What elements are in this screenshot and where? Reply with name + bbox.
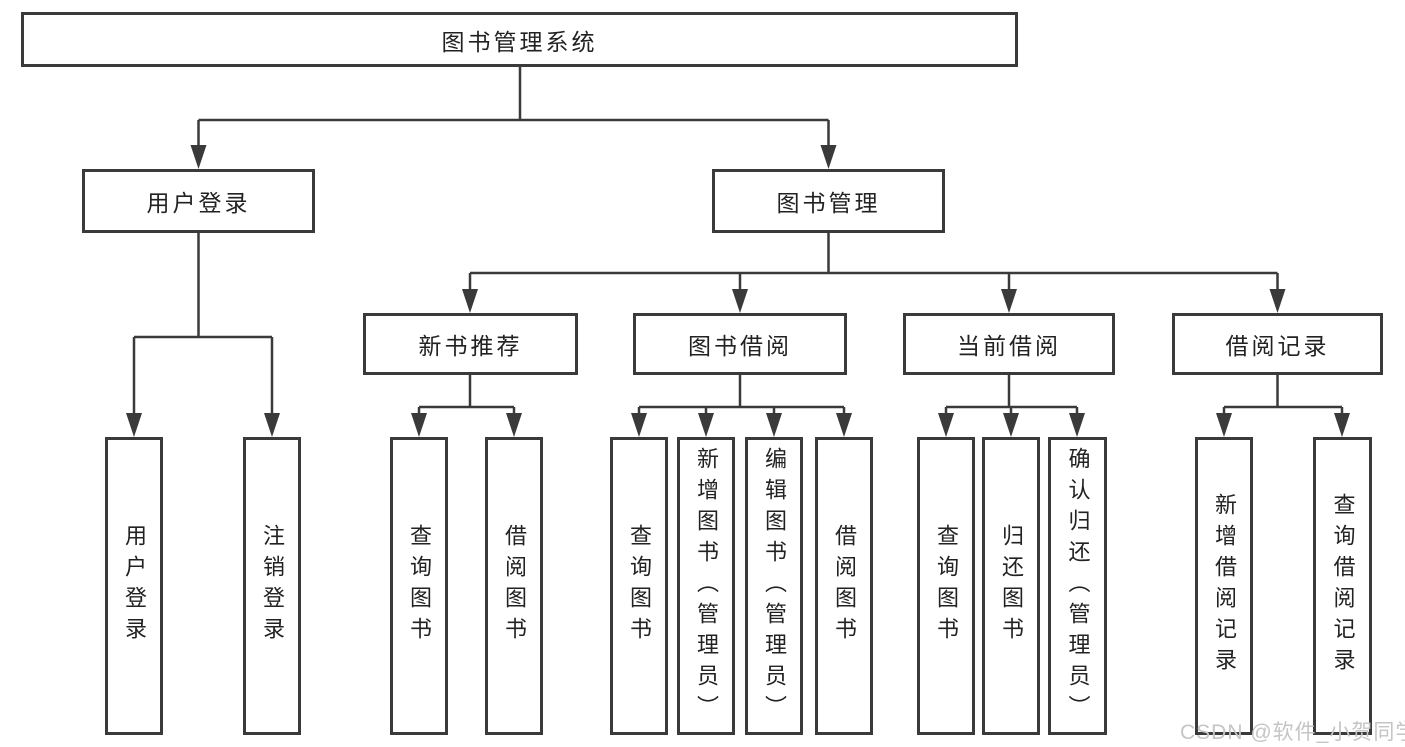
arrow-down-icon <box>1003 413 1019 437</box>
leaf-query-borrow-record: 查询借阅记录 <box>1313 437 1372 735</box>
connector-book-borrow-to-leaves <box>637 375 846 418</box>
arrow-down-icon <box>732 289 748 313</box>
node-label: 查询图书 <box>627 524 652 648</box>
arrow-down-icon <box>126 413 142 437</box>
watermark: CSDN @软件_小贺同学 <box>1180 721 1405 744</box>
node-label: 借阅图书 <box>502 524 527 648</box>
arrow-down-icon <box>1216 413 1232 437</box>
leaf-return-book: 归还图书 <box>982 437 1040 735</box>
leaf-edit-book-admin: 编辑图书（管理员） <box>745 437 803 735</box>
leaf-query-books-recommend: 查询图书 <box>390 437 448 735</box>
node-label: 查询图书 <box>407 524 432 648</box>
node-library-system: 图书管理系统 <box>21 12 1018 67</box>
node-label: 图书管理系统 <box>441 28 598 55</box>
arrow-down-icon <box>264 413 280 437</box>
node-new-book-recommend: 新书推荐 <box>363 313 578 375</box>
node-user-login: 用户登录 <box>82 169 315 233</box>
arrow-down-icon <box>631 413 647 437</box>
connector-book-mgmt-to-modules <box>468 233 1279 294</box>
node-label: 新增图书（管理员） <box>694 446 719 726</box>
node-label: 用户登录 <box>122 524 147 648</box>
leaf-add-borrow-record: 新增借阅记录 <box>1195 437 1253 735</box>
node-label: 用户登录 <box>146 190 251 216</box>
leaf-user-login: 用户登录 <box>105 437 163 735</box>
arrow-down-icon <box>698 413 714 437</box>
leaf-logout: 注销登录 <box>243 437 301 735</box>
node-label: 新书推荐 <box>418 333 523 359</box>
node-label: 编辑图书（管理员） <box>762 446 787 726</box>
connector-root-to-branches <box>197 67 830 150</box>
arrow-down-icon <box>506 413 522 437</box>
leaf-add-book-admin: 新增图书（管理员） <box>677 437 735 735</box>
node-book-management: 图书管理 <box>712 169 945 233</box>
connector-borrow-record-to-leaves <box>1222 375 1344 418</box>
leaf-query-books-current: 查询图书 <box>917 437 975 735</box>
node-label: 归还图书 <box>999 524 1024 648</box>
node-label: 当前借阅 <box>957 333 1061 359</box>
node-label: 注销登录 <box>260 524 285 648</box>
leaf-query-books-borrow: 查询图书 <box>610 437 668 735</box>
connector-new-book-to-leaves <box>417 375 516 418</box>
arrow-down-icon <box>1269 289 1286 313</box>
leaf-borrow-books: 借阅图书 <box>815 437 873 735</box>
node-label: 新增借阅记录 <box>1212 493 1237 679</box>
node-label: 借阅图书 <box>832 524 857 648</box>
arrow-down-icon <box>766 413 782 437</box>
arrow-down-icon <box>1334 413 1350 437</box>
arrow-down-icon <box>1001 289 1017 313</box>
arrow-down-icon <box>836 413 852 437</box>
node-label: 借阅记录 <box>1225 333 1330 359</box>
node-label: 图书管理 <box>776 190 881 216</box>
arrow-down-icon <box>938 413 954 437</box>
leaf-borrow-books-recommend: 借阅图书 <box>485 437 543 735</box>
node-book-borrow: 图书借阅 <box>633 313 847 375</box>
node-label: 图书借阅 <box>688 333 792 359</box>
node-label: 查询借阅记录 <box>1330 493 1356 679</box>
connector-user-login-to-leaves <box>132 233 274 418</box>
node-current-borrow: 当前借阅 <box>903 313 1115 375</box>
arrow-down-icon <box>190 145 207 169</box>
connector-current-borrow-to-leaves <box>944 375 1079 418</box>
node-borrow-records: 借阅记录 <box>1172 313 1383 375</box>
arrow-down-icon <box>1069 413 1085 437</box>
arrow-down-icon <box>820 145 837 169</box>
arrow-down-icon <box>411 413 427 437</box>
node-label: 查询图书 <box>934 524 959 648</box>
leaf-confirm-return-admin: 确认归还（管理员） <box>1048 437 1107 735</box>
node-label: 确认归还（管理员） <box>1065 446 1091 726</box>
arrow-down-icon <box>462 289 478 313</box>
